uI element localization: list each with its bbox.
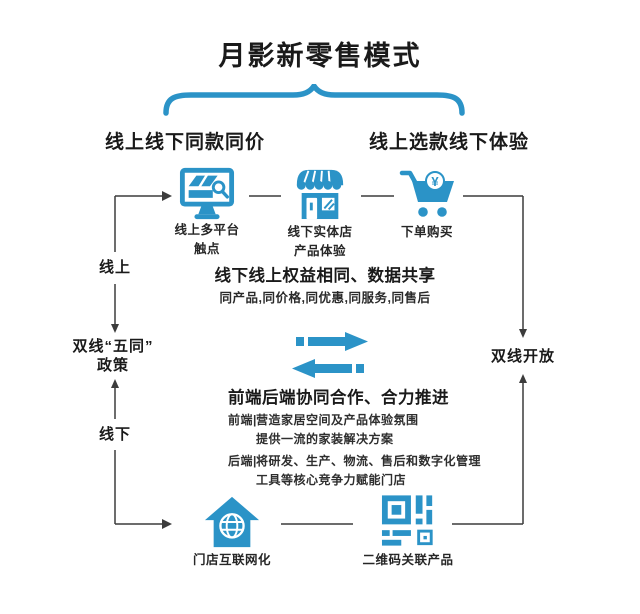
rail-dual-line-policy: 双线“五同” 政策 [72, 338, 154, 374]
label-purchase: 下单购买 [400, 225, 453, 239]
qr-code-icon [381, 495, 433, 546]
rail-online-text: 线上 [98, 259, 131, 276]
synergy-heading: 前端后端协同合作、合力推进 [228, 389, 449, 407]
header-offline-experience: 线上选款线下体验 [369, 132, 530, 153]
label-qr-link: 二维码关联产品 [362, 553, 454, 567]
benefits-detail: 同产品,同价格,同优惠,同服务,同售后 [219, 291, 431, 305]
label-store-network: 门店互联网化 [192, 553, 271, 567]
swap-arrows-icon [292, 332, 368, 378]
shopping-cart-yen-icon: ¥ [399, 170, 454, 217]
node-purchase: ¥ [399, 167, 457, 221]
synergy-front-line1: 营造家居空间及产品体验氛围 [256, 413, 419, 427]
header-same-price: 线上线下同款同价 [105, 132, 266, 153]
synergy-back-label: 后端| [228, 454, 257, 468]
rail-dual-line-open: 双线开放 [490, 348, 555, 365]
benefits-heading: 线下线上权益相同、数据共享 [214, 267, 436, 285]
house-globe-icon [204, 496, 260, 548]
brace-decoration-icon [163, 84, 465, 116]
page-title: 月影新零售模式 [218, 41, 422, 71]
node-store-network [204, 495, 260, 549]
rail-offline-text: 线下 [98, 426, 131, 443]
storefront-icon [296, 169, 344, 220]
label-online-platform: 线上多平台 触点 [174, 223, 240, 256]
node-offline-store [288, 166, 352, 220]
synergy-back-line1: 将研发、生产、物流、售后和数字化管理 [256, 454, 482, 468]
node-qr-link [381, 494, 437, 547]
yen-symbol: ¥ [431, 174, 439, 189]
synergy-back-line2: 工具等核心竞争力赋能门店 [256, 473, 407, 487]
monitor-search-icon [179, 167, 235, 220]
swap-arrows-icon-wrap [290, 332, 370, 378]
synergy-front-label: 前端| [228, 413, 257, 427]
label-offline-store: 线下实体店 产品体验 [287, 225, 353, 258]
node-online-platform [177, 166, 237, 222]
synergy-front-line2: 提供一流的家装解决方案 [256, 432, 394, 446]
